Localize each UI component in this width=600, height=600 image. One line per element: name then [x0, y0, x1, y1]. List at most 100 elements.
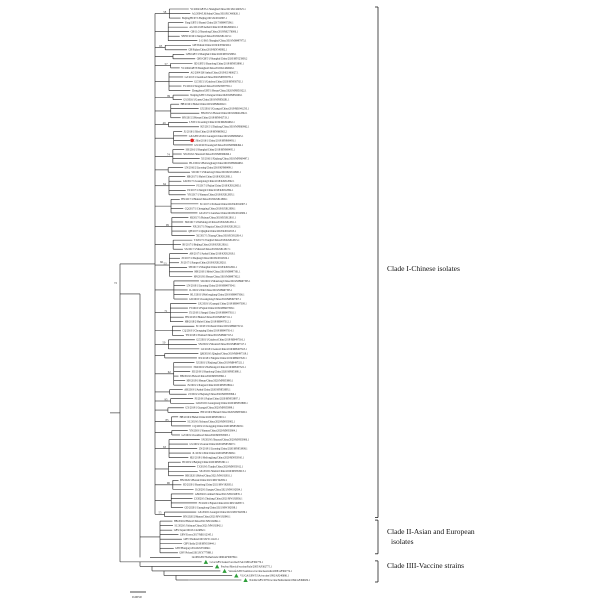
leaf-label: AG/2004/LH/Anhui/China/2019/KC460627.1 — [190, 71, 239, 74]
leaf-label: XJ/2016/1/Xinjiang/China/2018/MN969497.1 — [201, 157, 250, 160]
vaccine-marker-icon — [214, 564, 220, 569]
leaf-label: SH/2016/1/Shanghai/China/2018/MN969495.1 — [186, 148, 236, 151]
leaf-label: HB/2020/2/Hubei/China/2021/MW192841.1 — [174, 520, 221, 523]
bootstrap-value: 55 — [159, 511, 163, 515]
bootstrap-value: 74 — [167, 153, 171, 157]
leaf-label: YC2004/GBT3/Shanghai/China/2019/KC460626… — [181, 67, 235, 70]
leaf-label: Beijing/BJ/07/1/Beijing/2015/KX812897.1 — [182, 17, 228, 20]
leaf-label: SD/2017/1/Shandong/China/2018/KX812800.1 — [192, 171, 242, 174]
vaccine-marker-icon — [243, 578, 248, 582]
leaf-label: AH/2019/1/Anhui/China/2020/MN853895.1 — [184, 389, 231, 392]
leaf-label: Poulvac/Mercial/vaccine/Italy/2005/AF362… — [221, 565, 273, 568]
leaf-label: CQ/2019/1/Chongqing/China/2020/MN853903.… — [192, 425, 244, 428]
leaf-label: LN/2016/2/Liaoning/China/2018/KF969499.1 — [185, 167, 234, 170]
leaf-label: GHS/GBT/1/Shanghai/China/2020/MT025808.1 — [186, 53, 237, 56]
leaf-label: JS/2019/1/Jiangsu/China/2020/MN853894.1 — [187, 384, 234, 387]
leaf-label: TS/2016/2/Tangshan/China/2019/MT087765.1 — [183, 85, 232, 88]
leaf-label: GD/2019/1/Guangdong/China/2020/MN853898.… — [196, 402, 249, 405]
leaf-label: AG/2012/LH/Anhui/China/2018/MG800491.1 — [189, 26, 238, 29]
leaf-label: LNW/1/Liaoning/China/2019/MK804962.1 — [189, 121, 235, 124]
leaf-label: SC/2019/1/Sichuan/China/2020/MN853902.1 — [187, 420, 235, 423]
bootstrap-value: 64 — [163, 182, 167, 186]
vaccine-marker-icon — [222, 568, 227, 573]
scale-bar-label: 0.0050 — [132, 595, 142, 599]
leaf-label: SX/2019/1/Shanxi/China/2020/MN853913.1 — [199, 470, 246, 473]
leaf-label: HLJ/2016/1/Heilongjiang/China/2018/MN969… — [189, 162, 244, 165]
leaf-label: TJ/2017/1/Tianjin/China/2018/KX812815.1 — [194, 239, 240, 242]
leaf-label: L-G/06/1/Shanghai/China/2019/MH497975.1 — [199, 40, 247, 43]
leaf-label: JS/2020/1/Jiangsu/China/2021/MW192834.1 — [195, 488, 243, 491]
clade-1-label: Clade I-Chinese isolates — [387, 264, 460, 273]
leaf-label: GB/11/2/Shandong/China/2018/MG576006.1 — [191, 31, 239, 34]
leaf-label: NM/2017/1/NeiMongol/China/2018/KX812811.… — [185, 221, 237, 224]
leaf-label: YN/2017/1/Yunnan/China/2018/KX812805.1 — [187, 194, 235, 197]
leaf-label: SC/2017/1/Sichuan/China/2018/KX812807.1 — [200, 203, 248, 206]
leaf-label: SN/2018/1/Shaanxi/China/2019/MH497317.1 — [198, 343, 246, 346]
bootstrap-value: 71 — [164, 309, 168, 313]
bootstrap-value: 58 — [163, 10, 167, 14]
leaf-label: FJ/2017/1/Fujian/China/2018/KX812803.1 — [197, 185, 242, 188]
leaf-label: YN/2018/1/Yunnan/China/2019/MH497315.1 — [185, 334, 233, 337]
leaf-label: HB/2017/1/Hubei/China/2018/KX812801.1 — [187, 176, 233, 179]
leaf-label: Zhengzhou/GBT/1/Henan/China/2020/MN85032… — [192, 89, 247, 92]
vaccine-marker-icon — [234, 573, 239, 578]
leaf-label: GZ/2019/1/Guizhou/China/2020/MN853905.1 — [181, 434, 230, 437]
leaf-label: YN/2019/1/Yunnan/China/2020/MN853904.1 — [189, 429, 237, 432]
leaf-label: GS/2016/1/Gansu/China/2019/MN856281.1 — [183, 99, 230, 102]
leaf-label: CC/Jilin/2016/1/China/2019/MN969493.1 — [192, 139, 237, 142]
leaf-label: GZ/2015/1/Guizhou/China/2020/MN850781.1 — [185, 76, 234, 79]
bootstrap-value: 53 — [163, 261, 167, 265]
clade-2-label: Clade II-Asian and European isolates — [387, 527, 475, 547]
leaf-label: YC2004/GBT3-1/Shanghai/China/2013/KC4605… — [190, 8, 246, 11]
leaf-label: Vaxsafe/GBV/Gumboro/vaccine/Australia/20… — [228, 570, 292, 573]
leaf-label: HB/2020/1/Hebei/China/2021/MW192831.1 — [185, 475, 232, 478]
bootstrap-value: 50 — [162, 341, 166, 345]
leaf-label: Nobilis/GBV/D78/vaccine/Netherlands/1994… — [249, 579, 310, 582]
leaf-label: FJ/2018/1/Fujian/China/2019/MH497309.1 — [189, 307, 235, 310]
leaf-label: HLJ/2018/1/Heilongjiang/China/2019/MH497… — [190, 293, 245, 296]
leaf-label: HB/2018/1/Hebei/China/2019/MH497301.1 — [194, 271, 241, 274]
leaf-label: GBV/India/2018/MN333444.1 — [184, 543, 217, 546]
bootstrap-value: 99 — [167, 94, 171, 98]
leaf-label: VG/GA/GBV/USA/vaccine/1992/AF240686.1 — [240, 574, 289, 577]
leaf-label: SD/GBT/1/Shandong/China/2019/MN853890.1 — [194, 62, 244, 65]
leaf-label: GZ/2018/1/Guizhou/China/2019/MH497316.1 — [196, 339, 245, 342]
leaf-label: HI/2017/1/Hainan/China/2018/KX812810.1 — [190, 216, 237, 219]
leaf-label: HB/2016/1/Hebei/China/2019/MN840602.1 — [181, 103, 228, 106]
bootstrap-value: 72 — [114, 281, 118, 285]
leaf-label: BJ/2019/1/Beijing/China/2020/MN853911.1 — [182, 461, 229, 464]
leaf-label: QH/2017/1/Qinghai/China/2018/KX812813.1 — [188, 230, 236, 233]
leaf-label: GX/2018/1/Guangxi/China/2019/MH497308.1 — [198, 302, 247, 305]
leaf-label: JL/2018/1/Jilin/China/2019/MH497305.1 — [189, 289, 233, 292]
leaf-label: HN/2019/2/Hunan/China/2020/MN853900.1 — [201, 411, 248, 414]
leaf-label: XZ/2017/1/Xizang/China/2018/KX812814.1 — [196, 234, 243, 237]
leaf-label: SC/2018/1/Sichuan/China/2019/MH497313.1 — [196, 325, 244, 328]
leaf-label: GX/2016/1/Guangxi/China/2019/MK941250.1 — [200, 108, 249, 111]
leaf-label: GZ/2017/1/Guizhou/China/2018/KX812809.1 — [199, 212, 248, 215]
leaf-label: GB/Wuhan/China/2019/KY094560.1 — [192, 44, 231, 47]
leaf-label: GS/2018/1/Gansu/China/2019/MH497318.1 — [201, 348, 248, 351]
leaf-label: HLJ/2019/1/Heilongjiang/China/2020/MN853… — [190, 457, 245, 460]
leaf-label: GBV/Japan/2016/LC424862.1 — [174, 529, 206, 532]
leaf-label: AG/2004/LH/Anhui/China/2010/KC460626.1 — [192, 12, 241, 15]
bootstrap-value: 57 — [165, 62, 169, 66]
leaf-label: SD/2020/1/Shandong/China/2021/MW192833.1 — [183, 484, 234, 487]
leaf-label: GHS/GBT/1/Shanghai/China/2020/MT025808.2 — [197, 58, 248, 61]
leaf-label: JX/2017/1/Jiangxi/China/2018/KX812804.1 — [187, 189, 234, 192]
leaf-label: SH/NJ/2016/1/Jiangsu/China/2018/KX812215… — [181, 35, 232, 38]
leaf-label: HN/2019/1/Henan/China/2020/MN853893.1 — [187, 380, 234, 383]
leaf-label: AH/2017/1/Anhui/China/2018/KX812818.1 — [189, 253, 236, 256]
leaf-label: SD/2018/1/Shandong/China/2019/MH497303.1 — [201, 280, 251, 283]
leaf-label: CQ/2017/1/Chongqing/China/2018/KX812808.… — [185, 207, 236, 210]
leaf-label: HN/2018/2/Hunan/China/2019/MH497311.1 — [185, 316, 232, 319]
bootstrap-value: 49 — [163, 121, 167, 125]
leaf-label: FJ/2019/1/Fujian/China/2020/MN853897.1 — [195, 398, 241, 401]
leaf-label: SN/2019/1/Shaanxi/China/2020/MN853906.1 — [201, 438, 249, 441]
leaf-label: GBV/Thailand/2015/KY111222.1 — [183, 538, 219, 541]
leaf-label: GBV/Hungary/2014/KX555666.1 — [175, 547, 211, 550]
leaf-label: HN/2017/1/Hunan/China/2018/KX812806.1 — [181, 198, 228, 201]
leaf-label: JL/2016/1/Jilin/China/2019/MN860962.2 — [184, 130, 228, 133]
leaf-label: BJ/2017/1/Beijing/China/2018/KX812816.1 — [182, 244, 229, 247]
leaf-label: JL/2019/1/Jilin/China/2020/MN853909.1 — [192, 452, 236, 455]
leaf-label: CQ/2018/1/Chongqing/China/2019/MH497314.… — [182, 330, 234, 333]
